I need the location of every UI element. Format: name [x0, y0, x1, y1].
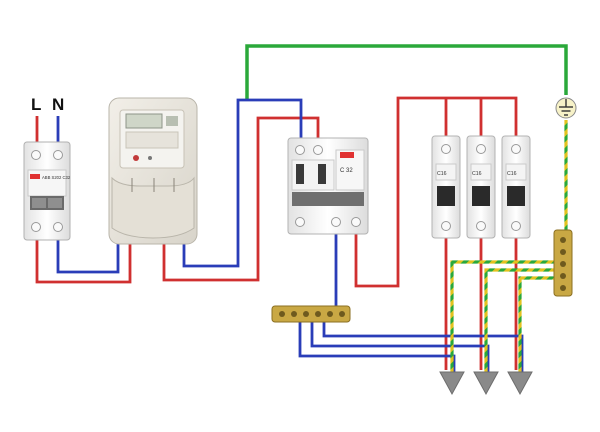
label-line: L	[31, 95, 41, 114]
branch-breaker-3: C16	[501, 135, 531, 239]
main-breaker: ABB S202 C32	[23, 141, 71, 241]
energy-meter	[108, 97, 198, 245]
pe-busbar	[553, 229, 573, 297]
ground-wire	[245, 44, 568, 100]
branch-breaker-2-text: C16	[472, 171, 482, 177]
main-breaker-text: ABB S202 C32	[42, 175, 71, 180]
label-neutral: N	[52, 95, 64, 114]
ground-symbol-icon	[555, 97, 577, 119]
branch-breaker-3-text: C16	[507, 171, 517, 177]
rcd-rating-text: C 32	[340, 168, 353, 174]
branch-breaker-1-text: C16	[437, 171, 447, 177]
branch-breaker-1: C16	[431, 135, 461, 239]
branch-breaker-2: C16	[466, 135, 496, 239]
rcd-breaker: C 32	[287, 137, 369, 235]
phase-wires	[35, 96, 518, 370]
pe-wires	[450, 120, 568, 372]
neutral-wires	[56, 98, 524, 372]
load-arrow-icon	[439, 371, 533, 396]
neutral-busbar	[271, 305, 351, 323]
